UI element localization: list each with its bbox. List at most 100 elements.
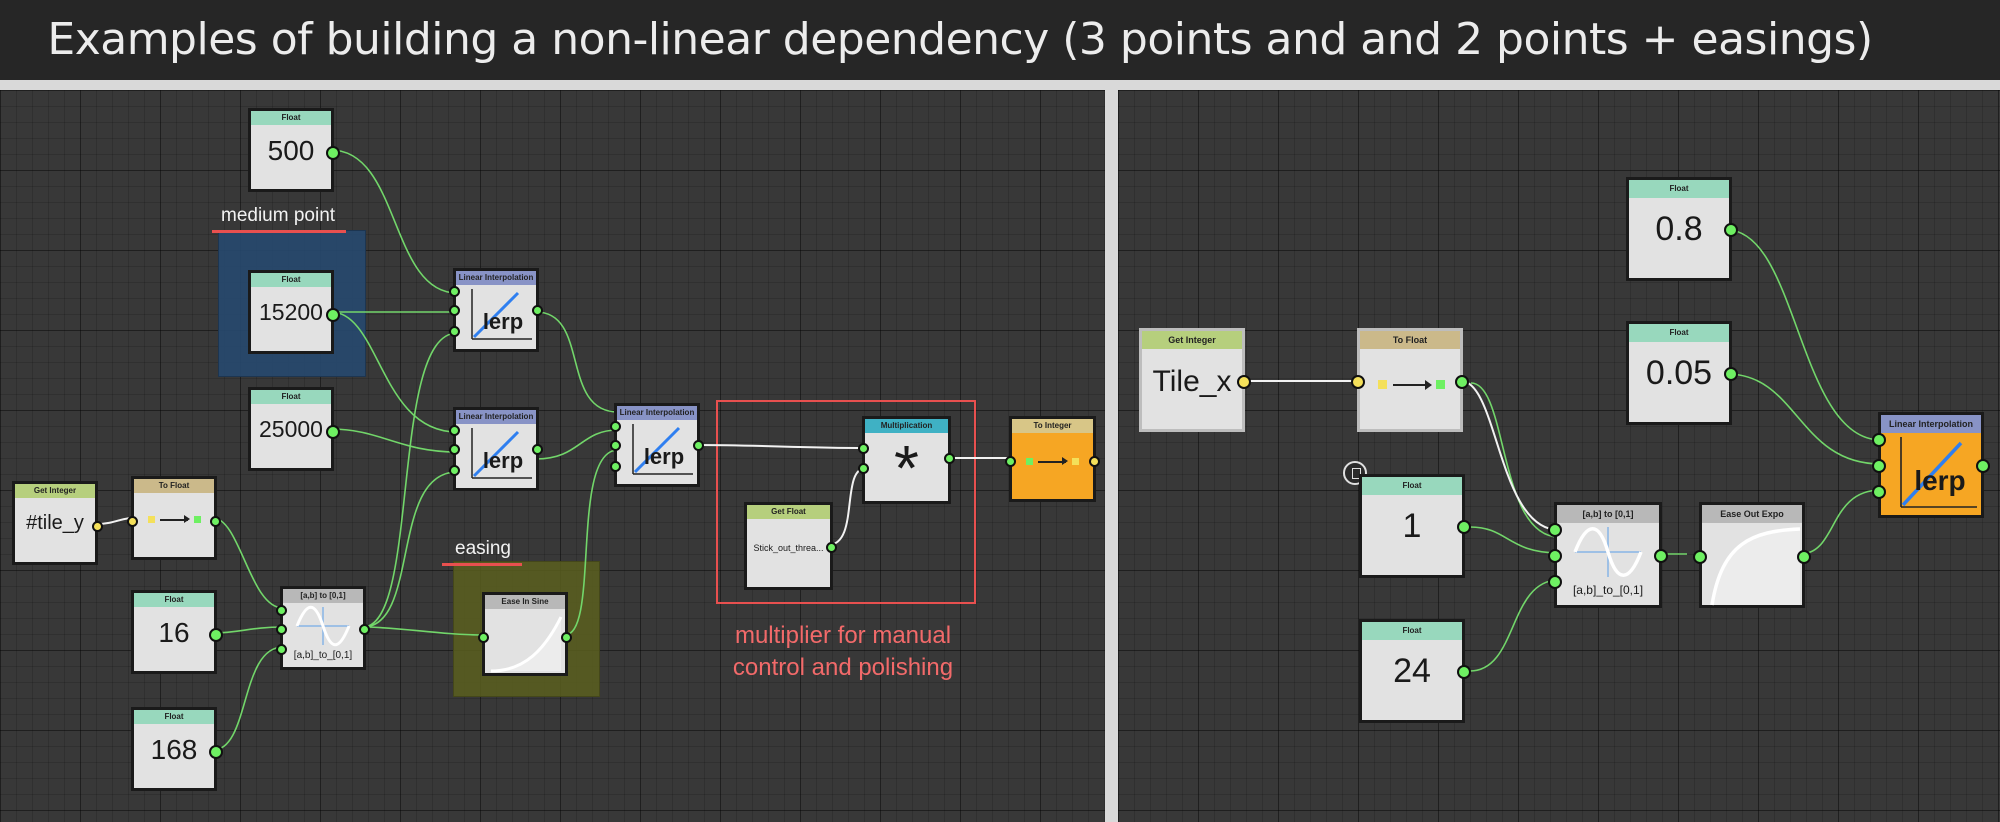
output-port[interactable] [1237, 375, 1251, 389]
top-separator [0, 80, 2000, 90]
output-port[interactable] [209, 745, 223, 759]
output-port[interactable] [532, 444, 543, 455]
lerp-node-top[interactable]: Linear Interpolation lerp [449, 268, 543, 352]
get-integer-node[interactable]: Get Integer #tile_y [12, 481, 103, 565]
output-port[interactable] [1976, 459, 1990, 473]
output-port[interactable] [1457, 665, 1471, 679]
get-float-node[interactable]: Get Float Stick_out_threa... [744, 502, 837, 590]
remap-node[interactable]: [a,b] to [0,1] [a,b]_to_[0,1] [276, 586, 370, 670]
ease-in-sine-node[interactable]: Ease In Sine [478, 592, 572, 676]
easing-underline [442, 563, 522, 566]
input-port[interactable] [127, 516, 138, 527]
medium-point-label: medium point [221, 205, 336, 226]
input-port-value[interactable] [1548, 523, 1562, 537]
input-port[interactable] [478, 632, 489, 643]
output-port[interactable] [92, 521, 103, 532]
variable-name: #tile_y [26, 512, 84, 534]
input-port-b[interactable] [449, 305, 460, 316]
float-node-15200[interactable]: Float 15200 [248, 270, 340, 354]
float-node-1[interactable]: Float 1 [1359, 474, 1471, 578]
to-float-node[interactable]: To Float [127, 476, 221, 560]
input-port[interactable] [1351, 375, 1365, 389]
input-port[interactable] [1693, 550, 1707, 564]
input-port-a[interactable] [610, 421, 621, 432]
lerp-node-final[interactable]: Linear Interpolation lerp [1872, 412, 1990, 518]
node-header: Float [251, 390, 331, 404]
input-port-b[interactable] [610, 440, 621, 451]
float-node-500[interactable]: Float 500 [248, 108, 340, 192]
left-graph-canvas[interactable]: medium point easing multiplier for manua… [0, 90, 1105, 822]
output-port[interactable] [1724, 367, 1738, 381]
remap-node[interactable]: [a,b] to [0,1] [a,b]_to_[0,1] [1548, 502, 1668, 608]
wire [362, 471, 458, 628]
input-port-value[interactable] [276, 605, 287, 616]
output-port[interactable] [209, 628, 223, 642]
to-float-node[interactable]: To Float [1351, 328, 1469, 432]
node-header: Ease In Sine [485, 595, 565, 609]
input-port[interactable] [1005, 456, 1016, 467]
wire [1726, 373, 1882, 465]
input-port-a[interactable] [1548, 549, 1562, 563]
float-node-0-8[interactable]: Float 0.8 [1626, 177, 1738, 281]
input-port-b[interactable] [1872, 459, 1886, 473]
input-port-a[interactable] [1872, 433, 1886, 447]
input-port-a[interactable] [276, 624, 287, 635]
float-value: 0.05 [1645, 354, 1713, 392]
lerp-node-final[interactable]: Linear Interpolation lerp [610, 403, 704, 487]
data-wire [1460, 380, 1560, 531]
input-port-t[interactable] [449, 326, 460, 337]
input-port-t[interactable] [1872, 485, 1886, 499]
node-header: Linear Interpolation [456, 410, 536, 424]
input-port-t[interactable] [610, 461, 621, 472]
lerp-node-mid[interactable]: Linear Interpolation lerp [449, 407, 543, 491]
input-port-a[interactable] [449, 425, 460, 436]
output-port[interactable] [359, 624, 370, 635]
output-port[interactable] [210, 516, 221, 527]
ease-curve-icon [1710, 527, 1801, 606]
float-node-168[interactable]: Float 168 [131, 707, 223, 791]
wire [212, 626, 284, 634]
ease-out-expo-node[interactable]: Ease Out Expo [1693, 502, 1811, 608]
get-integer-node[interactable]: Get Integer Tile_x [1139, 328, 1251, 432]
output-port[interactable] [1457, 520, 1471, 534]
input-port-b[interactable] [858, 463, 869, 474]
node-header: Multiplication [865, 419, 948, 433]
output-port[interactable] [1654, 549, 1668, 563]
float-node-0-05[interactable]: Float 0.05 [1626, 321, 1738, 425]
data-wire [827, 467, 867, 546]
wire [330, 428, 458, 453]
input-port-a[interactable] [449, 286, 460, 297]
node-header: Get Integer [1142, 331, 1242, 349]
wire [535, 311, 619, 413]
output-port[interactable] [326, 146, 340, 160]
input-port-b[interactable] [449, 444, 460, 455]
multiplication-node[interactable]: Multiplication * [858, 416, 955, 504]
input-port-b[interactable] [1548, 575, 1562, 589]
page-title: Examples of building a non-linear depend… [47, 14, 1873, 65]
sine-wave-icon [295, 605, 351, 647]
output-port[interactable] [944, 453, 955, 464]
output-port[interactable] [1455, 375, 1469, 389]
output-port[interactable] [1724, 223, 1738, 237]
float-node-24[interactable]: Float 24 [1359, 619, 1471, 723]
output-port[interactable] [1089, 456, 1100, 467]
node-header: Linear Interpolation [456, 271, 536, 285]
input-port-a[interactable] [858, 443, 869, 454]
output-port[interactable] [1797, 550, 1811, 564]
float-node-25000[interactable]: Float 25000 [248, 387, 340, 471]
output-port[interactable] [561, 632, 572, 643]
float-node-16[interactable]: Float 16 [131, 590, 223, 674]
to-integer-node[interactable]: To Integer [1005, 416, 1100, 502]
convert-arrow-icon [1378, 377, 1448, 391]
output-port[interactable] [693, 440, 704, 451]
node-caption: [a,b]_to_[0,1] [293, 650, 353, 661]
right-graph-canvas[interactable]: Float 0.8 Float 0.05 Get Integer Tile_x … [1118, 90, 2000, 822]
input-port-t[interactable] [449, 465, 460, 476]
input-port-b[interactable] [276, 644, 287, 655]
float-value: 500 [267, 135, 315, 166]
output-port[interactable] [326, 308, 340, 322]
output-port[interactable] [326, 425, 340, 439]
output-port[interactable] [532, 305, 543, 316]
sine-wave-icon [1573, 527, 1643, 577]
output-port[interactable] [826, 542, 837, 553]
